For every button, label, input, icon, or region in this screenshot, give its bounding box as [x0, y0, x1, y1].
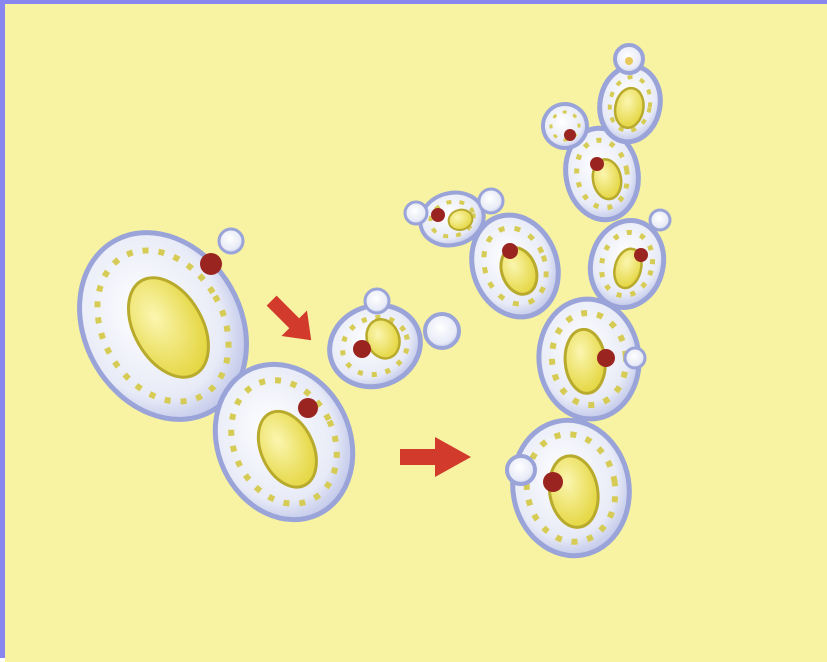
nucleus — [564, 129, 576, 141]
nucleus — [590, 157, 604, 171]
bud-icon — [625, 348, 645, 368]
nucleus — [298, 398, 318, 418]
bud-icon — [425, 314, 459, 348]
bud-icon — [507, 456, 535, 484]
bud-icon — [479, 189, 503, 213]
nucleus — [353, 340, 371, 358]
yeast-budding-illustration — [5, 4, 827, 662]
bud-icon — [405, 202, 427, 224]
nucleus — [200, 253, 222, 275]
nucleus — [543, 472, 563, 492]
bud-icon — [650, 210, 670, 230]
nucleus — [502, 243, 518, 259]
nucleus — [634, 248, 648, 262]
bud-icon — [219, 229, 243, 253]
nucleus — [597, 349, 615, 367]
bud-icon — [365, 289, 389, 313]
nucleus — [431, 208, 445, 222]
